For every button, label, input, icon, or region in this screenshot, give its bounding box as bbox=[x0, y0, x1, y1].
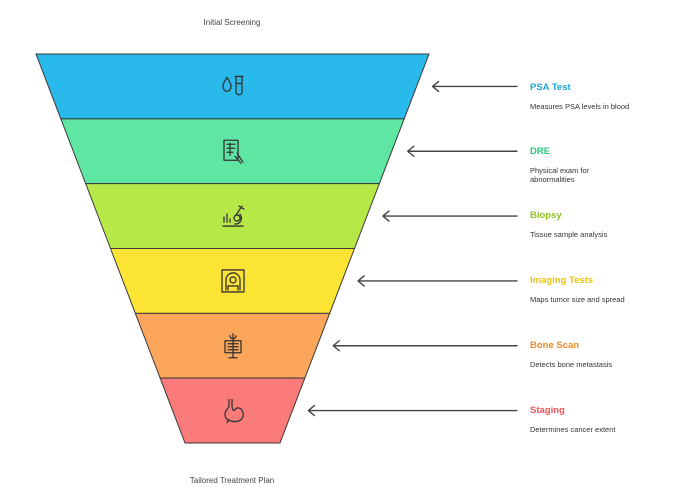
step-description: Detects bone metastasis bbox=[530, 360, 613, 369]
step-text-psa: PSA Test Measures PSA levels in blood bbox=[530, 82, 690, 111]
step-text-staging: Staging Determines cancer extent bbox=[530, 405, 690, 434]
step-title: DRE bbox=[530, 146, 551, 157]
funnel-band-staging bbox=[159, 377, 306, 444]
pointer-arrow bbox=[382, 210, 518, 222]
pointer-arrow bbox=[332, 340, 518, 352]
top-label: Initial Screening bbox=[203, 18, 261, 27]
step-description: Maps tumor size and spread bbox=[530, 295, 625, 304]
funnel-band-psa-test bbox=[35, 53, 430, 120]
step-description: Determines cancer extent bbox=[530, 425, 616, 434]
pointer-arrow bbox=[307, 404, 518, 417]
step-title: Imaging Tests bbox=[530, 275, 594, 286]
pointer-arrow bbox=[357, 275, 518, 287]
step-title: PSA Test bbox=[530, 82, 571, 93]
step-description: Physical exam for abnormalities bbox=[530, 166, 590, 184]
step-description: Tissue sample analysis bbox=[530, 230, 608, 239]
pointer-arrow bbox=[431, 80, 518, 93]
bottom-label: Tailored Treatment Plan bbox=[189, 476, 275, 485]
mri-scanner-icon bbox=[221, 269, 245, 293]
step-title: Biopsy bbox=[530, 210, 562, 221]
step-title: Staging bbox=[530, 405, 565, 416]
funnel-band-dre bbox=[60, 118, 405, 185]
bone-xray-icon bbox=[224, 333, 242, 359]
pointer-arrow bbox=[407, 145, 518, 157]
step-text-imaging: Imaging Tests Maps tumor size and spread bbox=[530, 275, 690, 304]
step-description: Measures PSA levels in blood bbox=[530, 102, 630, 111]
test-tube-blood-drop-icon bbox=[222, 75, 244, 96]
step-text-bone-scan: Bone Scan Detects bone metastasis bbox=[530, 340, 690, 369]
funnel-band-biopsy bbox=[84, 183, 381, 249]
step-text-biopsy: Biopsy Tissue sample analysis bbox=[530, 210, 690, 239]
step-title: Bone Scan bbox=[530, 340, 580, 351]
stomach-icon bbox=[224, 398, 244, 424]
step-text-dre: DRE Physical exam for abnormalities bbox=[530, 146, 690, 184]
microscope-icon bbox=[222, 205, 245, 227]
funnel-band-imaging-tests bbox=[109, 248, 356, 314]
xray-hand-examination-icon bbox=[223, 139, 244, 164]
